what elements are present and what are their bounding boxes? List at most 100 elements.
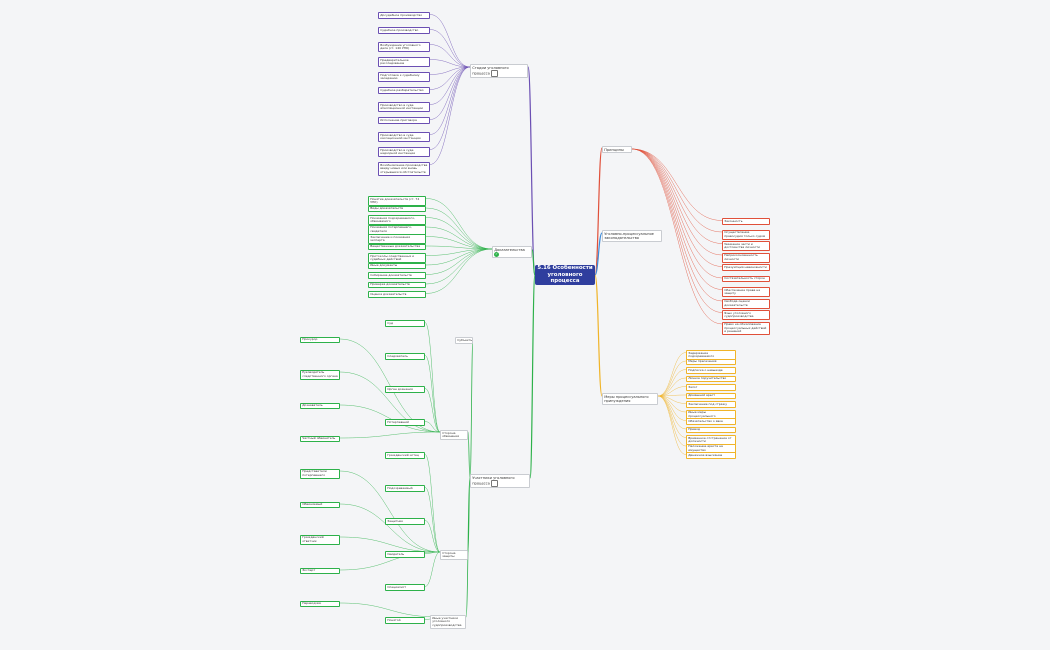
evidence-item[interactable]: Заключение и показания эксперта (368, 234, 426, 245)
connector-line (425, 248, 493, 285)
connector-line (657, 395, 687, 447)
principle-item[interactable]: Язык уголовного судопроизводства (722, 310, 770, 321)
connector-line (424, 421, 441, 433)
participant-item[interactable]: Прокурор (300, 336, 340, 344)
participant-item[interactable]: Переводчик (300, 600, 340, 608)
measure-item[interactable]: Заключение под стражу (686, 401, 736, 408)
stage-item[interactable]: Производство в суде апелляционной инстан… (378, 102, 430, 113)
stage-item[interactable]: Исполнение приговора (378, 117, 430, 124)
connector-line (529, 274, 536, 479)
connector-line (425, 198, 493, 250)
stage-item[interactable]: Досудебное производство (378, 12, 430, 19)
connector-line (657, 369, 687, 397)
measure-item[interactable]: Меры пресечения (686, 358, 736, 366)
check-icon: ✓ (494, 251, 500, 257)
measure-item[interactable]: Привод (686, 426, 736, 434)
participant-item[interactable]: Гражданский истец (385, 452, 425, 459)
connector-line (594, 232, 603, 276)
connector-line (339, 503, 441, 553)
stage-item[interactable]: Предварительное расследование (378, 57, 430, 68)
stage-item[interactable]: Производство в суде надзорной инстанции (378, 147, 430, 158)
evidence-item[interactable]: Собирание доказательств (368, 272, 426, 279)
principle-item[interactable]: Состязательность сторон (722, 275, 770, 283)
connector-line (429, 59, 471, 68)
connector-line (631, 148, 723, 279)
branch-participants[interactable]: Участники уголовного процесса (470, 474, 530, 489)
evidence-item[interactable]: Вещественные доказательства (368, 243, 426, 251)
measure-item[interactable]: Подписка о невыезде (686, 367, 736, 374)
sub-prosecution[interactable]: Сторона обвинения (440, 430, 468, 441)
measure-item[interactable]: Залог (686, 384, 736, 391)
participant-item[interactable]: Гражданский ответчик (300, 534, 340, 545)
participant-item[interactable]: Защитник (385, 518, 425, 525)
connector-line (425, 248, 493, 294)
evidence-item[interactable]: Понятие доказательств (ст. 74 УПК) (368, 196, 426, 207)
connector-line (424, 520, 441, 553)
connector-line (657, 395, 687, 455)
participant-item[interactable]: Обвиняемый (300, 501, 340, 509)
evidence-item[interactable]: Протоколы следственных и судебных действ… (368, 253, 426, 264)
connector-line (657, 377, 687, 397)
connector-line (429, 66, 471, 75)
connector-line (425, 207, 493, 250)
connector-line (469, 338, 474, 479)
participant-item[interactable]: Специалист (385, 584, 425, 591)
principle-item[interactable]: Презумпция невиновности (722, 264, 770, 271)
measure-item[interactable]: Денежное взыскание (686, 452, 736, 459)
stage-item[interactable]: Производство в суде кассационной инстанц… (378, 132, 430, 143)
central-topic[interactable]: 5.16 Особенности уголовного процесса (535, 265, 595, 285)
connector-line (339, 536, 441, 553)
branch-principles[interactable]: Принципы (602, 146, 632, 154)
principle-item[interactable]: Неприкосновенность личности (722, 252, 770, 263)
participant-item[interactable]: Дознаватель (300, 402, 340, 410)
connector-line (594, 147, 603, 276)
measure-item[interactable]: Обязательство о явке (686, 418, 736, 425)
branch-evidence[interactable]: Доказательства ✓ (492, 246, 532, 259)
stage-item[interactable]: Подготовка к судебному заседанию (378, 72, 430, 83)
participant-item[interactable]: Понятой (385, 617, 425, 624)
principle-item[interactable]: Осуществление правосудия только судом (722, 229, 770, 240)
participant-item[interactable]: Следователь (385, 353, 425, 360)
principle-item[interactable]: Право на обжалование процессуальных дейс… (722, 321, 770, 336)
measure-item[interactable]: Домашний арест (686, 392, 736, 400)
sub-subjects[interactable]: Субъекты (455, 337, 473, 344)
sub-other[interactable]: Иные участники уголовного судопроизводст… (430, 615, 466, 629)
participant-item[interactable]: Руководитель следственного органа (300, 369, 340, 380)
connector-line (631, 148, 723, 302)
stage-item[interactable]: Возбуждение уголовного дела (ст. 140 УПК… (378, 42, 430, 53)
people-icon (490, 479, 498, 487)
evidence-item[interactable]: Оценка доказательств (368, 291, 426, 298)
participant-item[interactable]: Эксперт (300, 567, 340, 575)
measure-item[interactable]: Личное поручительство (686, 375, 736, 383)
participant-item[interactable]: Подозреваемый (385, 485, 425, 492)
branch-stages[interactable]: Стадии уголовного процесса (470, 64, 528, 79)
evidence-item[interactable]: Показания подозреваемого, обвиняемого (368, 215, 426, 226)
evidence-item[interactable]: Проверка доказательств (368, 281, 426, 289)
stage-item[interactable]: Судебное производство (378, 27, 430, 34)
connector-line (657, 386, 687, 397)
participant-item[interactable]: Представители потерпевшего (300, 468, 340, 479)
branch-law[interactable]: Уголовно-процессуальное законодательство (602, 230, 662, 242)
connector-line (631, 148, 723, 267)
principle-item[interactable]: Законность (722, 218, 770, 225)
branch-measures[interactable]: Меры процессуального принуждения (602, 393, 658, 405)
participant-item[interactable]: Свидетель (385, 551, 425, 558)
connector-line (657, 394, 687, 397)
principle-item[interactable]: Свобода оценки доказательств (722, 298, 770, 309)
participant-item[interactable]: Потерпевший (385, 419, 425, 426)
principle-item[interactable]: Уважение чести и достоинства личности (722, 241, 770, 252)
evidence-item[interactable]: Виды доказательств (368, 205, 426, 213)
sub-defense[interactable]: Сторона защиты (440, 550, 468, 561)
stage-item[interactable]: Возобновление производства ввиду новых и… (378, 162, 430, 176)
participant-item[interactable]: Частный обвинитель (300, 435, 340, 443)
evidence-item[interactable]: Иные документы (368, 262, 426, 270)
branch-stages-label: Стадии уголовного процесса (472, 65, 509, 76)
connector-line (339, 602, 441, 618)
participant-item[interactable]: Орган дознания (385, 386, 425, 393)
stage-item[interactable]: Судебное разбирательство (378, 87, 430, 94)
connector-line (429, 14, 471, 68)
principle-item[interactable]: Обеспечение права на защиту (722, 287, 770, 298)
connector-line (424, 355, 441, 433)
participant-item[interactable]: Суд (385, 320, 425, 327)
